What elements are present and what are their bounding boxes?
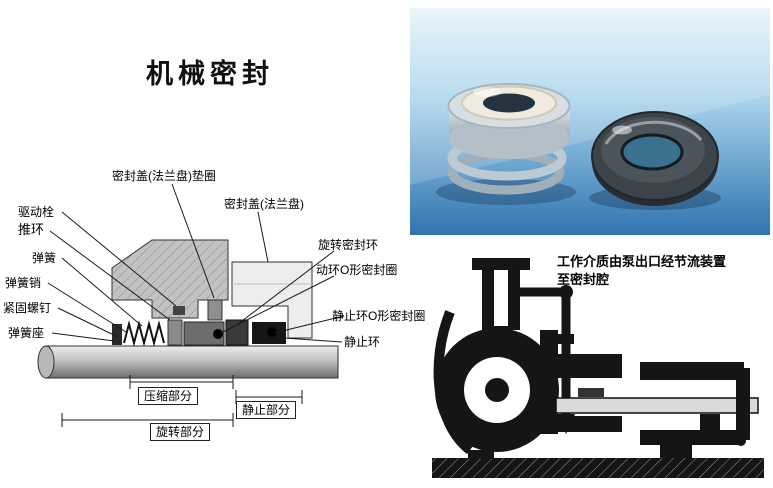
spring-part (123, 320, 165, 347)
label-stationary-ring: 静止环 (344, 335, 381, 349)
spring-seat-part (112, 324, 122, 345)
label-rotating-part: 旋转部分 (150, 423, 211, 441)
label-spring-seat: 弹簧座 (8, 326, 45, 340)
label-spring: 弹簧 (32, 251, 57, 265)
seal-photo (410, 8, 770, 235)
label-set-screw: 紧固螺钉 (3, 301, 52, 315)
label-push-ring: 推环 (18, 222, 45, 237)
drive-pin-part (173, 306, 185, 315)
gasket-part (207, 299, 223, 321)
page-title: 机械密封 (146, 59, 274, 89)
pump-cross-section-drawing (432, 258, 764, 478)
label-drive-pin: 驱动栓 (18, 205, 55, 219)
label-stationary-part: 静止部分 (236, 401, 297, 419)
shaft (37, 345, 339, 379)
label-compression-part: 压缩部分 (138, 387, 199, 405)
stationary-o-ring-part (267, 327, 277, 337)
rotating-seal-ring-part (225, 319, 249, 346)
label-gasket: 密封盖(法兰盘)垫圈 (112, 169, 216, 183)
label-spring-pin: 弹簧销 (5, 276, 42, 290)
photo-rotating-seal (436, 83, 576, 205)
pump-caption: 工作介质由泵出口经节流装置 至密封腔 (557, 253, 771, 289)
label-gland: 密封盖(法兰盘) (224, 197, 304, 211)
pump-caption-line2: 至密封腔 (557, 272, 610, 288)
dimension-lines (61, 375, 303, 427)
seal-cross-section-drawing (37, 183, 345, 427)
rotating-o-ring-part (213, 329, 223, 339)
label-rotating-seal-ring: 旋转密封环 (318, 238, 379, 252)
push-ring-part (167, 319, 183, 346)
retainer-part (183, 321, 225, 346)
photo-seat-ring (589, 111, 721, 210)
pump-caption-line1: 工作介质由泵出口经节流装置 (557, 254, 727, 269)
label-stationary-o-ring: 静止环O形密封圈 (332, 309, 426, 323)
leader-lines (47, 183, 345, 343)
label-rotating-o-ring: 动环O形密封圈 (316, 263, 398, 277)
